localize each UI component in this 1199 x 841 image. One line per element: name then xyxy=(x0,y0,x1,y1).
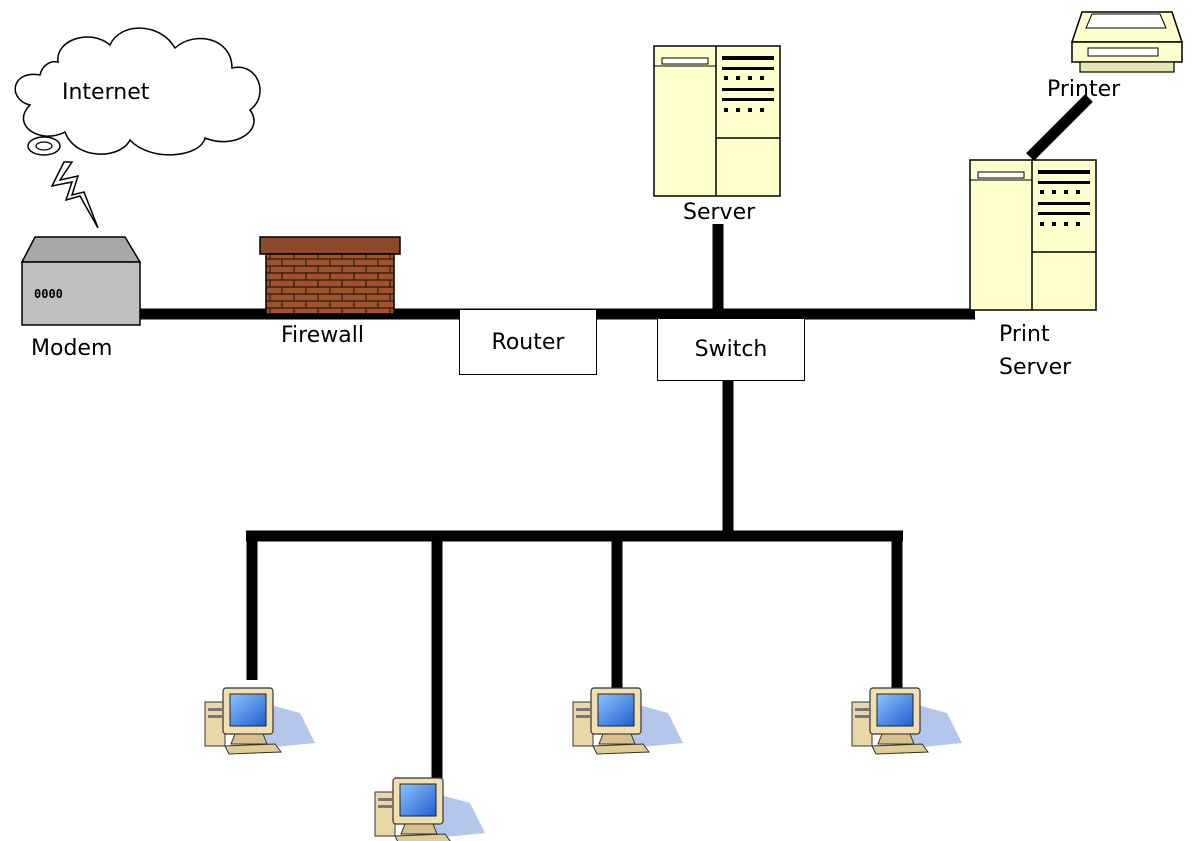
printer-icon xyxy=(1070,11,1184,73)
modem-icon xyxy=(20,236,142,326)
pc-1-icon xyxy=(204,687,316,755)
firewall-icon xyxy=(259,236,401,315)
router-box: Router xyxy=(459,309,597,375)
server-label: Server xyxy=(683,200,756,225)
internet-label: Internet xyxy=(62,80,150,105)
firewall-label: Firewall xyxy=(281,323,364,348)
internet-cloud-icon xyxy=(14,27,261,156)
network-cables xyxy=(140,94,1093,780)
switch-label: Switch xyxy=(694,337,768,362)
print-server-icon xyxy=(969,159,1097,311)
pc-2-icon xyxy=(374,777,486,841)
modem-panel-text: 0000 xyxy=(34,287,63,301)
router-label: Router xyxy=(491,329,565,355)
switch-box: Switch xyxy=(657,318,805,381)
server-icon xyxy=(653,45,781,197)
print-server-label-line1: Print xyxy=(999,322,1050,347)
printer-label: Printer xyxy=(1047,77,1121,102)
print-server-label-line2: Server xyxy=(999,355,1072,380)
lightning-icon xyxy=(50,161,99,229)
pc-4-icon xyxy=(851,687,963,755)
modem-label: Modem xyxy=(31,336,113,361)
pc-3-icon xyxy=(572,687,684,755)
printer-cable xyxy=(1026,94,1093,161)
